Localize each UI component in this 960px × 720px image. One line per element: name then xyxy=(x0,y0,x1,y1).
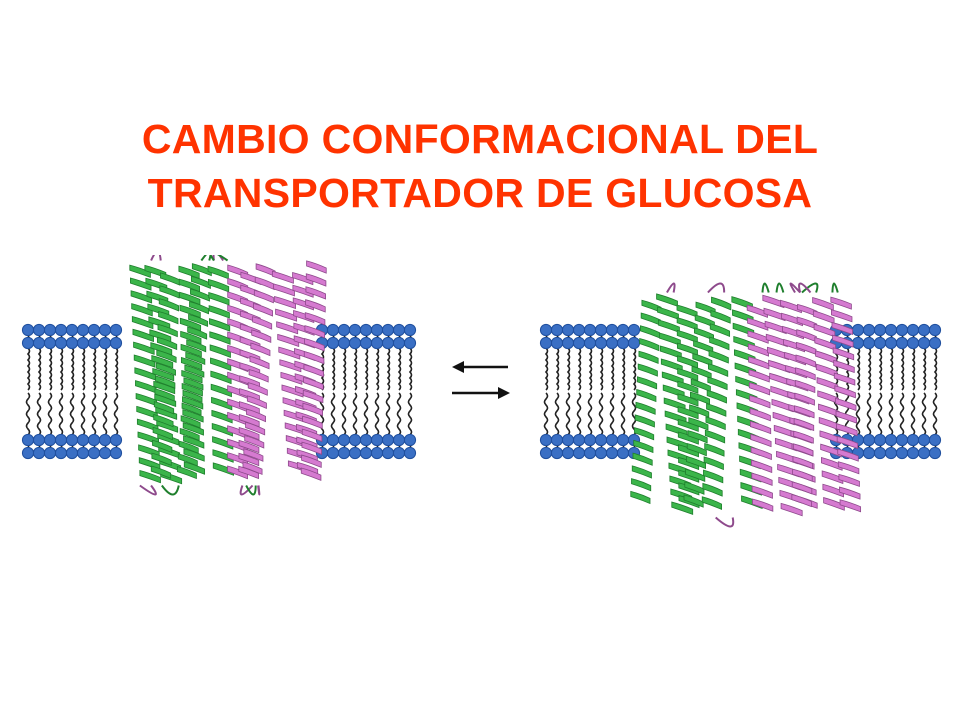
title-line-1: CAMBIO CONFORMACIONAL DEL xyxy=(141,116,819,162)
transporter-state-outward xyxy=(21,255,417,496)
transporter-right xyxy=(630,282,862,528)
title-line-2: TRANSPORTADOR DE GLUCOSA xyxy=(147,170,813,216)
membrane-left-outer xyxy=(21,323,123,460)
conformational-change-diagram xyxy=(21,255,942,528)
transporter-left xyxy=(129,255,327,496)
reversible-arrows-icon xyxy=(452,361,510,399)
membrane-left-inner xyxy=(315,323,417,460)
membrane-right-outer xyxy=(539,323,641,460)
slide-title: CAMBIO CONFORMACIONAL DEL TRANSPORTADOR … xyxy=(0,112,960,220)
transporter-state-inward xyxy=(539,282,942,528)
